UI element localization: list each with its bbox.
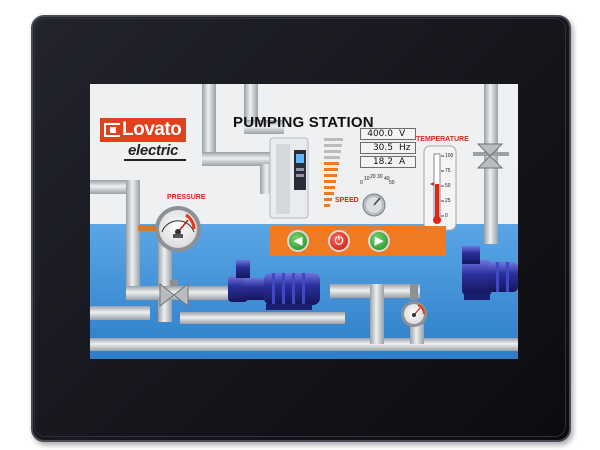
power-button[interactable]: ⏻: [328, 230, 350, 252]
brand-tagline: electric: [128, 142, 179, 159]
small-pressure-gauge: [401, 284, 427, 327]
pipe: [410, 324, 424, 344]
valve-top-right: [473, 143, 509, 169]
current-readout: 18.2 A: [360, 156, 416, 168]
speed-scale-40: 40: [384, 176, 390, 182]
speed-label: SPEED: [335, 197, 359, 204]
forward-button[interactable]: ▶: [368, 230, 390, 252]
voltage-readout: 400.0 V: [360, 128, 416, 140]
temp-scale-75: 75: [445, 168, 451, 174]
page-title: PUMPING STATION: [233, 114, 374, 131]
power-icon: ⏻: [334, 235, 344, 247]
speed-scale-30: 30: [377, 174, 383, 180]
pipe: [370, 284, 384, 344]
speed-bargraph: [324, 138, 343, 207]
temp-scale-25: 25: [445, 198, 451, 204]
arrow-right-icon: ▶: [374, 235, 384, 247]
speed-scale-50: 50: [389, 180, 395, 186]
pipe: [244, 84, 258, 124]
pipe: [180, 312, 345, 324]
back-button[interactable]: ◀: [287, 230, 309, 252]
current-value: 18.2: [372, 157, 393, 167]
pressure-label: PRESSURE: [167, 194, 206, 201]
pipe: [202, 84, 216, 164]
temp-scale-0: 0: [445, 213, 448, 219]
speed-scale-20: 20: [370, 174, 376, 180]
thermometer: [423, 145, 457, 231]
temp-scale-100: 100: [445, 153, 454, 159]
frequency-unit: Hz: [399, 143, 411, 153]
pipe: [90, 338, 518, 351]
pipe: [244, 120, 284, 134]
voltage-value: 400.0: [367, 129, 393, 139]
voltage-unit: V: [399, 129, 406, 139]
arrow-left-icon: ◀: [293, 235, 303, 247]
current-unit: A: [399, 157, 406, 167]
logo-mark-icon: [104, 123, 120, 137]
lovato-logo: Lovato: [100, 118, 186, 142]
frequency-value: 30.5: [372, 143, 393, 153]
pipe: [90, 306, 150, 320]
speed-scale-10: 10: [364, 176, 370, 182]
frequency-readout: 30.5 Hz: [360, 142, 416, 154]
logo-underline: [124, 159, 186, 161]
speed-knob: [362, 193, 386, 217]
speed-scale-0: 0: [360, 180, 363, 186]
temp-scale-50: 50: [445, 183, 451, 189]
pipe: [202, 152, 272, 166]
pipe: [126, 180, 140, 298]
pump-left: [228, 260, 320, 310]
pipe: [158, 242, 172, 322]
pump-right: [462, 246, 518, 300]
brand-name: Lovato: [122, 119, 182, 140]
inverter-drive: [269, 137, 309, 219]
hmi-screen[interactable]: Lovato electric PUMPING STATION 400.0 V …: [90, 84, 518, 359]
pressure-gauge: [138, 206, 201, 252]
temperature-label: TEMPERATURE: [416, 136, 469, 143]
valve-left: [159, 280, 189, 308]
